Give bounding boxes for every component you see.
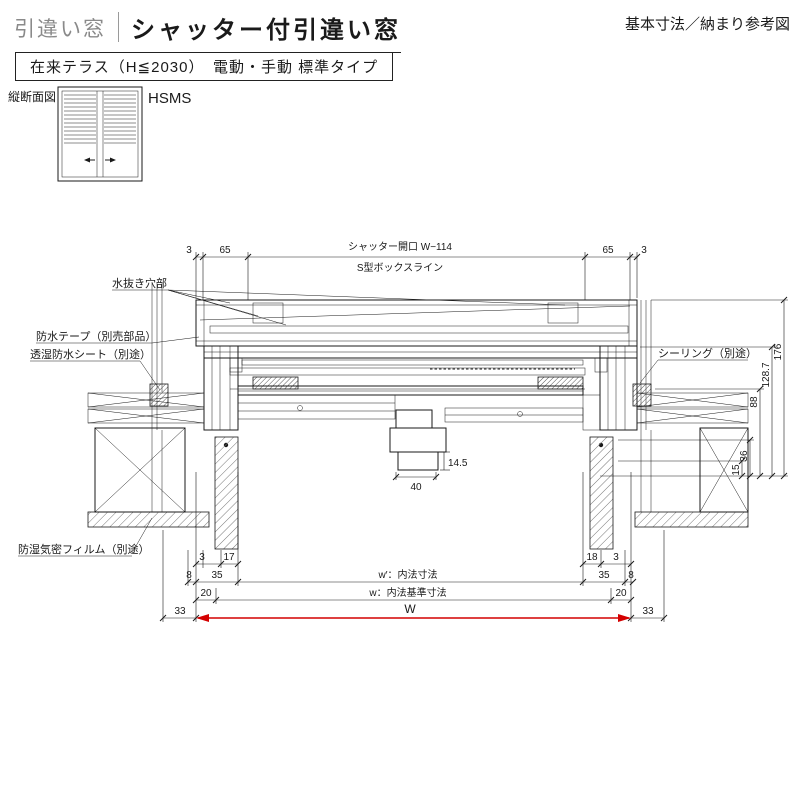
dim-3-bottom-left: 3 <box>199 552 205 563</box>
width-label: W <box>404 602 416 616</box>
dim-35-right: 35 <box>598 570 610 581</box>
drain-hole-label: 水抜き穴部 <box>112 276 167 290</box>
waterproof-tape-label: 防水テープ（別売部品） <box>36 329 156 343</box>
base-width-label: w：内法基準寸法 <box>368 586 446 599</box>
right-wall <box>589 300 749 550</box>
dim-33-left: 33 <box>174 606 186 617</box>
moisture-film-label: 防湿気密フィルム（別途） <box>18 542 150 556</box>
dim-20-right: 20 <box>615 588 627 599</box>
bottom-dim-row1: 3 17 18 3 <box>192 552 635 568</box>
dim-88: 88 <box>749 396 760 408</box>
breathable-sheet-label: 透湿防水シート（別途） <box>30 347 151 361</box>
dim-15: 15 <box>731 464 742 476</box>
dim-8-right: 8 <box>628 570 634 581</box>
box-line-label: S型ボックスライン <box>357 261 443 274</box>
dim-14-5: 14.5 <box>448 458 468 469</box>
dim-3-left: 3 <box>186 245 192 256</box>
bottom-dim-row3: 20 w：内法基準寸法 20 <box>192 586 635 604</box>
shutter-opening-label: シャッター開口 W−114 <box>348 241 452 253</box>
spec-box: 在来テラス（H≦2030） 電動・手動 標準タイプ <box>15 52 394 81</box>
section-label: 縦断面図 <box>8 90 57 104</box>
header-divider <box>118 12 119 42</box>
dim-20-left: 20 <box>200 588 212 599</box>
category-label: 引違い窓 <box>14 18 106 41</box>
left-jamb <box>203 345 239 448</box>
center-dimensions: 40 14.5 <box>392 451 468 493</box>
corner-note: 基本寸法／納まり参考図 <box>624 16 790 33</box>
shutter-slats <box>64 94 136 144</box>
dim-176: 176 <box>773 343 784 360</box>
dim-128-7: 128.7 <box>761 362 772 387</box>
dim-8-left: 8 <box>186 570 192 581</box>
right-dimensions: 176 128.7 88 36 15 <box>600 296 788 480</box>
bottom-extension-lines <box>162 472 665 622</box>
dim-33-right: 33 <box>642 606 654 617</box>
annotations: 水抜き穴部 防水テープ（別売部品） 透湿防水シート（別途） シーリング（別途） … <box>18 276 757 557</box>
top-dimensions: 3 65 シャッター開口 W−114 65 3 S型ボックスライン <box>186 241 647 300</box>
right-jamb <box>598 345 638 448</box>
dim-40: 40 <box>410 482 422 493</box>
dim-17: 17 <box>223 552 235 563</box>
sill-assembly <box>237 385 601 471</box>
dim-3-right: 3 <box>641 245 647 256</box>
dim-65-right: 65 <box>602 245 614 256</box>
bottom-dim-row2: 8 35 w′：内法寸法 35 8 <box>184 568 637 586</box>
inner-width-label: w′：内法寸法 <box>377 568 437 581</box>
dim-3-bottom-right: 3 <box>613 552 619 563</box>
dim-65-left: 65 <box>219 245 231 256</box>
sealing-label: シーリング（別途） <box>658 346 757 360</box>
window-elevation-icon <box>57 86 143 182</box>
model-label: HSMS <box>148 90 192 107</box>
shutter-box <box>195 299 638 347</box>
dim-35-left: 35 <box>211 570 223 581</box>
dim-36: 36 <box>739 450 750 462</box>
left-wall <box>87 282 239 550</box>
bottom-dim-row4: 33 33 W <box>159 602 668 622</box>
slide-direction-arrows-icon <box>84 157 116 163</box>
dim-18: 18 <box>586 552 598 563</box>
head-frame <box>203 345 638 390</box>
